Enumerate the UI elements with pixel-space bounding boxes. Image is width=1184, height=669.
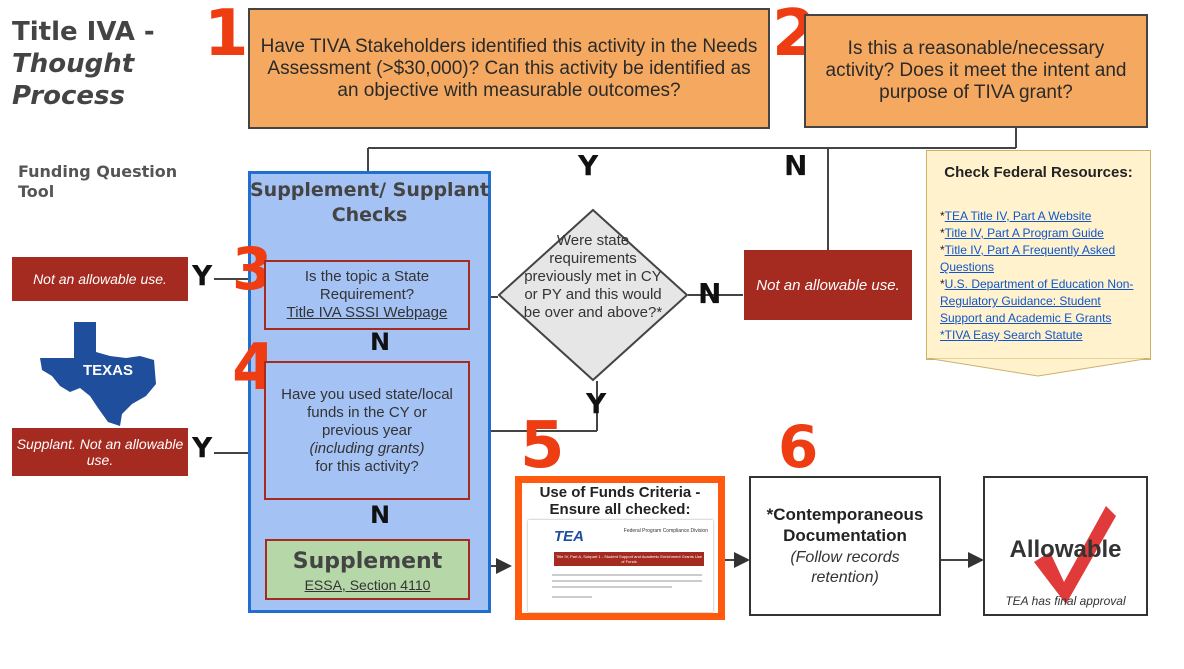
- federal-resources-panel: [926, 150, 1151, 360]
- step-number-1: 1: [204, 0, 249, 71]
- resource-link-tea-website[interactable]: TEA Title IV, Part A Website: [944, 209, 1092, 223]
- essa-section-link[interactable]: ESSA, Section 4110: [304, 577, 431, 593]
- federal-resources-list: *TEA Title IV, Part A Website *Title IV,…: [940, 208, 1145, 344]
- resource-link-ed-guidance[interactable]: U.S. Department of Education Non-Regulat…: [940, 277, 1134, 325]
- resource-item: *U.S. Department of Education Non-Regula…: [940, 277, 1134, 325]
- step-number-5: 5: [520, 409, 565, 483]
- state-requirement-diamond: [497, 208, 689, 382]
- step-1-text: Have TIVA Stakeholders identified this a…: [260, 35, 758, 101]
- resource-item: *Title IV, Part A Program Guide: [940, 226, 1104, 240]
- federal-resources-title: Check Federal Resources:: [944, 164, 1133, 181]
- supplement-label: Supplement: [292, 549, 443, 574]
- title-line-3: Process: [12, 81, 125, 111]
- use-of-funds-document-thumbnail[interactable]: TEA Federal Program Compliance Division …: [528, 520, 713, 612]
- doc-text-line: [552, 586, 672, 588]
- supplement-supplant-title: Supplement/ Supplant Checks: [249, 179, 489, 226]
- federal-resources-pointer: [926, 358, 1151, 377]
- use-of-funds-title: Use of Funds Criteria - Ensure all check…: [539, 484, 701, 518]
- resource-item: *TEA Title IV, Part A Website: [940, 209, 1092, 223]
- doc-text-line: [552, 580, 702, 582]
- allowable-label: Allowable: [1009, 536, 1122, 563]
- not-allowable-left-box: Not an allowable use.: [12, 257, 188, 301]
- texas-map-icon: TEXAS: [40, 322, 156, 426]
- yes-label-diamond: Y: [586, 387, 607, 420]
- not-allowable-left-text: Not an allowable use.: [33, 271, 167, 287]
- diamond-question: Were state requirements previously met i…: [523, 232, 663, 321]
- step-2-text: Is this a reasonable/necessary activity?…: [825, 38, 1127, 103]
- doc-text-line: [552, 596, 592, 598]
- page-title: Title IVA - Thought Process: [12, 16, 155, 112]
- step-1-box: Have TIVA Stakeholders identified this a…: [248, 8, 770, 129]
- doc-text-line: [552, 574, 702, 576]
- not-allowable-right-box: Not an allowable use.: [744, 250, 912, 320]
- contemporaneous-title: *Contemporaneous Documentation: [766, 505, 924, 545]
- doc-banner: Title IV, Part A, Subpart 1 - Student Su…: [554, 552, 704, 566]
- step-4-question: Have you used state/local funds in the C…: [281, 385, 453, 439]
- step-4-including-grants: (including grants): [309, 439, 425, 457]
- resource-link-faq[interactable]: Title IV, Part A Frequently Asked Questi…: [940, 243, 1116, 274]
- resource-item: *TIVA Easy Search Statute: [940, 327, 1145, 344]
- doc-header: Federal Program Compliance Division: [623, 528, 708, 534]
- yes-label-step-4: Y: [192, 431, 213, 464]
- tea-logo: TEA: [554, 528, 584, 545]
- sssi-webpage-link[interactable]: Title IVA SSSI Webpage: [286, 304, 448, 321]
- no-label-diamond: N: [698, 277, 722, 310]
- no-label-top: N: [784, 149, 808, 182]
- checkmark-icon: [1034, 506, 1116, 604]
- step-3-box: Is the topic a State Requirement? Title …: [264, 260, 470, 330]
- resource-link-easy-search[interactable]: *TIVA Easy Search Statute: [940, 328, 1083, 342]
- yes-label-top: Y: [578, 149, 599, 182]
- supplant-not-allowable-text: Supplant. Not an allowable use.: [16, 436, 184, 468]
- contemporaneous-note: (Follow records retention): [790, 549, 900, 586]
- step-2-box: Is this a reasonable/necessary activity?…: [804, 14, 1148, 128]
- allowable-note: TEA has final approval: [1005, 594, 1126, 608]
- resource-link-program-guide[interactable]: Title IV, Part A Program Guide: [944, 226, 1104, 240]
- title-line-2: Thought: [12, 49, 135, 79]
- no-label-step-3: N: [370, 328, 391, 356]
- supplant-not-allowable-box: Supplant. Not an allowable use.: [12, 428, 188, 476]
- texas-label: TEXAS: [83, 362, 133, 379]
- allowable-box: [983, 476, 1148, 616]
- resource-item: *Title IV, Part A Frequently Asked Quest…: [940, 243, 1116, 274]
- step-number-6: 6: [778, 413, 819, 481]
- supplement-box: Supplement ESSA, Section 4110: [265, 539, 470, 600]
- yes-label-step-3: Y: [192, 259, 213, 292]
- not-allowable-right-text: Not an allowable use.: [756, 276, 900, 294]
- step-4-box: Have you used state/local funds in the C…: [264, 361, 470, 500]
- step-3-question: Is the topic a State Requirement?: [304, 268, 430, 303]
- funding-question-tool-label: Funding Question Tool: [18, 162, 178, 201]
- step-4-question-end: for this activity?: [315, 457, 419, 475]
- no-label-step-4: N: [370, 501, 391, 529]
- contemporaneous-documentation-box: *Contemporaneous Documentation (Follow r…: [749, 476, 941, 616]
- title-line-1: Title IVA -: [12, 17, 155, 47]
